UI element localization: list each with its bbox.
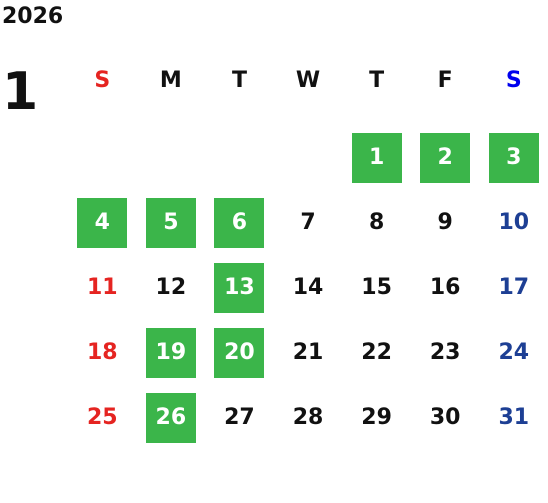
- day-number: 16: [429, 275, 461, 300]
- day-cell[interactable]: 25: [68, 385, 137, 450]
- weekday-friday: F: [437, 67, 453, 93]
- empty-day-cell: [274, 125, 343, 190]
- weekday-saturday: S: [505, 67, 522, 93]
- day-cell[interactable]: 30: [411, 385, 480, 450]
- day-cell[interactable]: 10: [479, 190, 548, 255]
- weekday-sunday: S: [94, 67, 111, 93]
- day-cell[interactable]: 22: [342, 320, 411, 385]
- weekday-header-row: S M T W T F S: [68, 60, 548, 100]
- day-number: 14: [292, 275, 324, 300]
- day-cell[interactable]: 5: [137, 190, 206, 255]
- day-cell[interactable]: 8: [342, 190, 411, 255]
- day-cell[interactable]: 20: [205, 320, 274, 385]
- empty-day-cell: [68, 125, 137, 190]
- day-number: 29: [361, 405, 392, 430]
- day-cell[interactable]: 9: [411, 190, 480, 255]
- day-number: 20: [214, 327, 265, 378]
- empty-day-cell: [205, 125, 274, 190]
- day-number: 4: [77, 197, 128, 248]
- day-number: 27: [224, 405, 255, 430]
- day-number: 26: [145, 392, 196, 443]
- day-cell[interactable]: 31: [479, 385, 548, 450]
- day-number: 12: [155, 275, 187, 300]
- day-number: [214, 133, 264, 183]
- day-number: 30: [429, 405, 461, 430]
- day-cell[interactable]: 27: [205, 385, 274, 450]
- day-cell[interactable]: 14: [274, 255, 343, 320]
- week-row: 25 26 27 28 29 30 31: [68, 385, 548, 450]
- day-cell[interactable]: 7: [274, 190, 343, 255]
- day-number: 2: [420, 132, 471, 183]
- day-cell[interactable]: 11: [68, 255, 137, 320]
- day-cell[interactable]: 29: [342, 385, 411, 450]
- day-number: 18: [86, 340, 118, 365]
- day-number: 11: [86, 275, 118, 300]
- day-number: 6: [214, 197, 265, 248]
- month-label: 1: [2, 62, 39, 122]
- day-cell[interactable]: 26: [137, 385, 206, 450]
- day-number: 23: [429, 340, 461, 365]
- day-number: [77, 133, 127, 183]
- week-row: 18 19 20 21 22 23 24: [68, 320, 548, 385]
- day-number: 28: [292, 405, 324, 430]
- day-number: 13: [214, 262, 265, 313]
- day-number: 19: [145, 327, 196, 378]
- weekday-thursday: T: [369, 67, 385, 93]
- day-number: 21: [292, 340, 324, 365]
- day-cell[interactable]: 6: [205, 190, 274, 255]
- day-number: 17: [498, 275, 530, 300]
- day-number: 25: [86, 405, 118, 430]
- day-cell[interactable]: 19: [137, 320, 206, 385]
- day-cell[interactable]: 3: [479, 125, 548, 190]
- day-cell[interactable]: 16: [411, 255, 480, 320]
- day-number: 9: [437, 210, 453, 235]
- weekday-monday: M: [159, 67, 182, 93]
- day-number: [146, 133, 196, 183]
- day-number: 3: [488, 132, 539, 183]
- day-number: 22: [361, 340, 392, 365]
- day-number: 8: [368, 210, 385, 235]
- day-cell[interactable]: 2: [411, 125, 480, 190]
- day-number: [283, 133, 333, 183]
- year-label: 2026: [2, 4, 64, 29]
- day-cell[interactable]: 18: [68, 320, 137, 385]
- weekday-tuesday: T: [231, 67, 247, 93]
- day-number: 24: [498, 340, 530, 365]
- day-cell[interactable]: 1: [342, 125, 411, 190]
- day-cell[interactable]: 12: [137, 255, 206, 320]
- day-number: 7: [300, 210, 316, 235]
- weekday-wednesday: W: [295, 67, 321, 93]
- day-number: 10: [498, 210, 530, 235]
- day-number: 15: [361, 275, 392, 300]
- day-number: 31: [498, 405, 530, 430]
- day-cell[interactable]: 15: [342, 255, 411, 320]
- day-cell[interactable]: 17: [479, 255, 548, 320]
- empty-day-cell: [137, 125, 206, 190]
- day-cell[interactable]: 28: [274, 385, 343, 450]
- week-row: 11 12 13 14 15 16 17: [68, 255, 548, 320]
- day-cell[interactable]: 13: [205, 255, 274, 320]
- day-number: 1: [351, 132, 402, 183]
- day-cell[interactable]: 4: [68, 190, 137, 255]
- day-number: 5: [145, 197, 196, 248]
- day-cell[interactable]: 23: [411, 320, 480, 385]
- day-cell[interactable]: 21: [274, 320, 343, 385]
- day-cell[interactable]: 24: [479, 320, 548, 385]
